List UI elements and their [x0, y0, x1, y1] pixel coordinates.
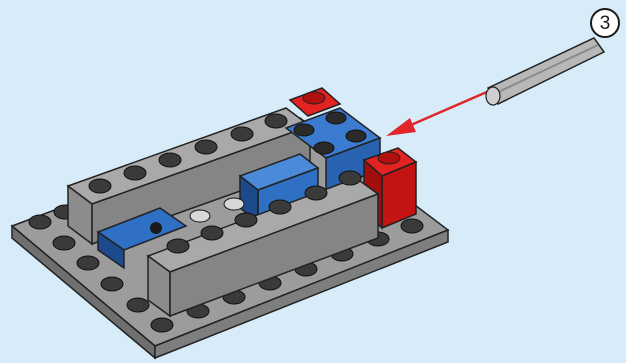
back-wall-studs	[88, 113, 288, 194]
grey-brick-front-wall	[146, 177, 380, 318]
step-number-badge: 3	[590, 8, 620, 38]
front-wall-studs	[166, 170, 362, 254]
insertion-arrow-icon	[386, 86, 497, 136]
blue-brick-left	[96, 207, 188, 270]
red-brick-back	[288, 87, 342, 117]
grey-bar-piece	[485, 37, 606, 106]
step-number: 3	[599, 12, 611, 34]
